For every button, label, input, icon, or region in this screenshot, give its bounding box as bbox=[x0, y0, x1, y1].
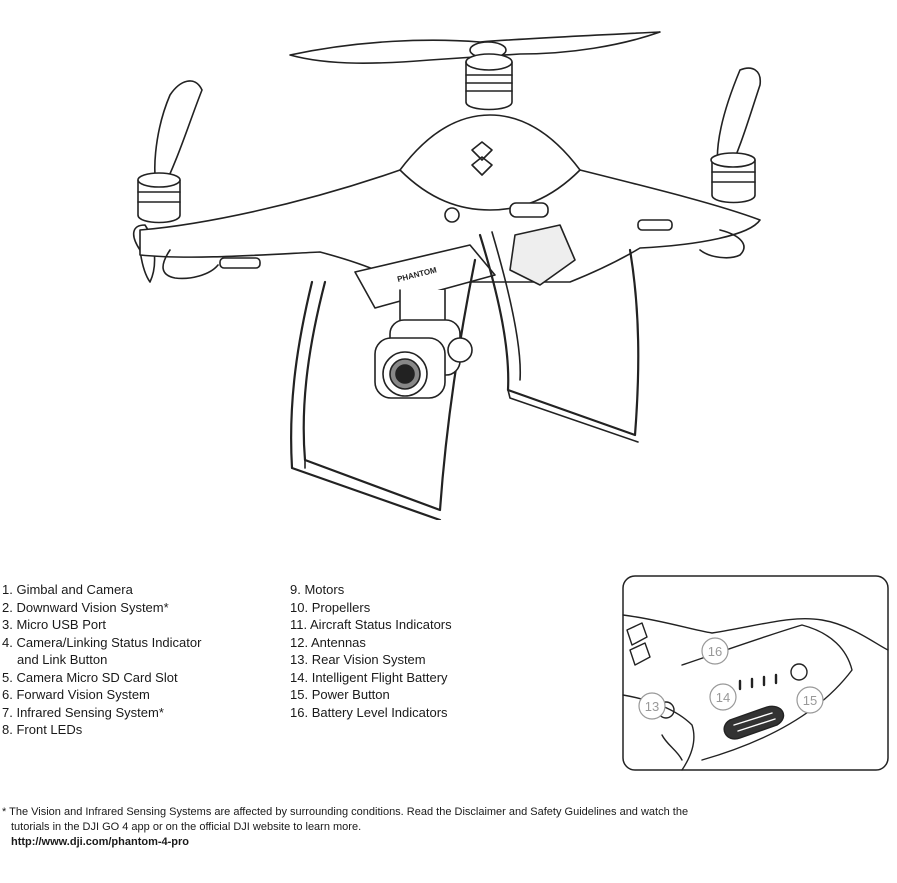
footnote-url-link[interactable]: http://www.dji.com/phantom-4-pro bbox=[11, 836, 190, 848]
callout-16-label: 16 bbox=[708, 644, 722, 659]
list-item: 7. Infrared Sensing System* bbox=[2, 704, 262, 722]
callout-13-icon bbox=[638, 692, 666, 720]
callout-14-label: 14 bbox=[716, 690, 730, 705]
item-label: Micro USB Port bbox=[16, 617, 107, 632]
list-item: 5. Camera Micro SD Card Slot bbox=[2, 669, 262, 687]
list-item: 16. Battery Level Indicators bbox=[290, 704, 550, 722]
list-item: 13. Rear Vision System bbox=[290, 651, 550, 669]
list-item: 2. Downward Vision System* bbox=[2, 599, 262, 617]
item-label: Battery Level Indicators bbox=[311, 704, 448, 720]
item-number: 4. bbox=[2, 634, 13, 650]
list-item: 11. Aircraft Status Indicators bbox=[290, 616, 550, 634]
item-label: Front LEDs bbox=[16, 722, 83, 737]
callout-15-label: 15 bbox=[803, 693, 817, 708]
item-label: Forward Vision System bbox=[16, 687, 150, 702]
list-item: 10. Propellers bbox=[290, 599, 550, 617]
item-label: Gimbal and Camera bbox=[16, 582, 133, 597]
item-label: Antennas bbox=[310, 634, 366, 650]
list-item: 6. Forward Vision System bbox=[2, 686, 262, 704]
item-number: 16. bbox=[290, 704, 309, 720]
item-label: Power Button bbox=[311, 687, 390, 702]
left-propeller-icon bbox=[154, 80, 203, 196]
list-item: 1. Gimbal and Camera bbox=[2, 581, 262, 599]
item-number: 2. bbox=[2, 599, 13, 615]
list-item: 12. Antennas bbox=[290, 634, 550, 652]
item-number: 5. bbox=[2, 669, 13, 685]
item-number: 13. bbox=[290, 652, 309, 667]
callout-14-icon bbox=[709, 683, 737, 711]
item-label: Infrared Sensing System* bbox=[16, 704, 164, 720]
item-number: 1. bbox=[2, 582, 13, 597]
list-item: 14. Intelligent Flight Battery bbox=[290, 669, 550, 687]
list-item: 9. Motors bbox=[290, 581, 550, 599]
item-number: 14. bbox=[290, 669, 309, 685]
right-landing-gear bbox=[478, 233, 640, 437]
footnote: * The Vision and Infrared Sensing System… bbox=[2, 805, 892, 850]
item-number: 10. bbox=[290, 599, 309, 615]
item-number: 12. bbox=[290, 634, 309, 650]
item-label-continued: and Link Button bbox=[17, 652, 108, 667]
item-label: Motors bbox=[304, 582, 345, 597]
callout-16-icon bbox=[701, 637, 729, 665]
right-propeller-icon bbox=[716, 67, 762, 181]
item-label: Intelligent Flight Battery bbox=[311, 669, 448, 685]
item-number: 8. bbox=[2, 722, 13, 737]
list-item: 3. Micro USB Port bbox=[2, 616, 262, 634]
item-number: 6. bbox=[2, 687, 13, 702]
list-item: 15. Power Button bbox=[290, 686, 550, 704]
list-item: 8. Front LEDs bbox=[2, 721, 262, 739]
parts-list-right: 9. Motors 10. Propellers 11. Aircraft St… bbox=[290, 581, 550, 721]
item-number: 15. bbox=[290, 687, 309, 702]
item-number: 9. bbox=[290, 582, 301, 597]
item-number: 3. bbox=[2, 617, 13, 632]
footnote-line-1: * The Vision and Infrared Sensing System… bbox=[2, 806, 689, 818]
item-label: Propellers bbox=[311, 599, 371, 615]
battery-detail-inset: 16 15 14 13 bbox=[622, 575, 889, 771]
list-item: 4. Camera/Linking Status Indicator and Li… bbox=[2, 634, 262, 669]
gimbal-camera bbox=[374, 289, 473, 399]
item-number: 7. bbox=[2, 704, 13, 720]
parts-list-left: 1. Gimbal and Camera 2. Downward Vision … bbox=[2, 581, 262, 739]
item-label: Aircraft Status Indicators bbox=[310, 617, 452, 632]
callout-15-icon bbox=[796, 686, 824, 714]
item-number: 11. bbox=[290, 617, 308, 632]
item-label: Camera/Linking Status Indicator bbox=[16, 634, 202, 650]
item-label: Camera Micro SD Card Slot bbox=[16, 669, 178, 685]
item-label: Downward Vision System* bbox=[16, 599, 169, 615]
footnote-line-2: tutorials in the DJI GO 4 app or on the … bbox=[11, 821, 362, 833]
callout-13-label: 13 bbox=[645, 699, 659, 714]
drone-illustration: PHANTOM bbox=[132, 31, 762, 520]
item-label: Rear Vision System bbox=[311, 652, 426, 667]
